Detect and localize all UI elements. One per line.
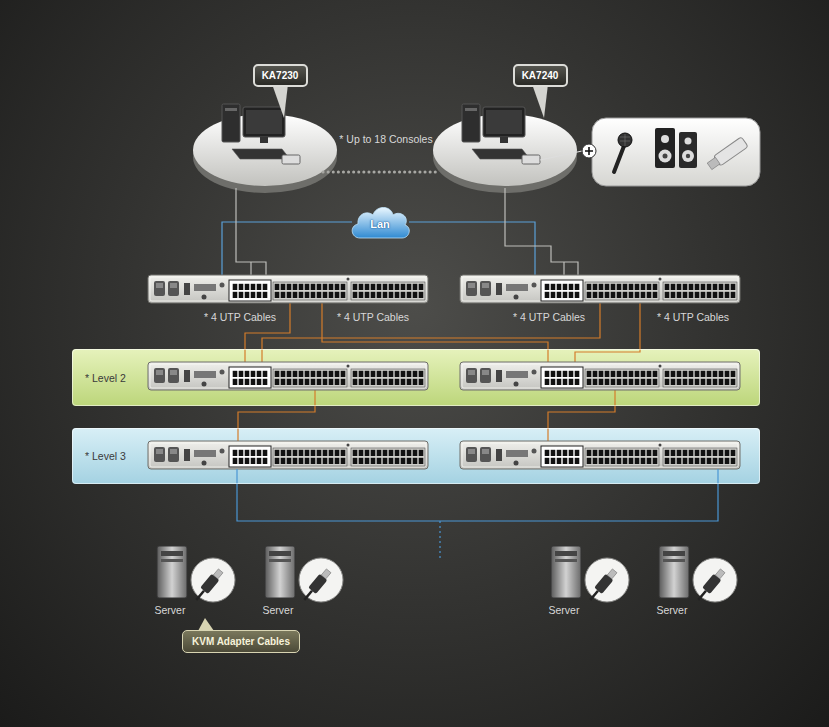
level-band: * Level 2: [72, 349, 760, 406]
lan-cloud: Lan: [348, 203, 412, 241]
server-label: Server: [549, 604, 580, 616]
adapter-callout: KVM Adapter Cables: [182, 630, 300, 653]
model-callout: KA7240: [513, 64, 568, 87]
model-name: KA7240: [522, 70, 559, 81]
server-node: Server: [259, 601, 298, 619]
level-label: * Level 3: [85, 450, 126, 462]
console-note: * Up to 18 Consoles: [339, 133, 432, 145]
server-node: Server: [151, 601, 190, 619]
adapter-label: KVM Adapter Cables: [192, 636, 290, 647]
model-name: KA7230: [262, 70, 299, 81]
model-callout: KA7230: [253, 64, 308, 87]
cable-note: * 4 UTP Cables: [204, 311, 276, 323]
server-label: Server: [155, 604, 186, 616]
network-label: Lan: [370, 218, 390, 230]
server-label: Server: [657, 604, 688, 616]
server-node: Server: [653, 601, 692, 619]
cable-note: * 4 UTP Cables: [513, 311, 585, 323]
cable-note: * 4 UTP Cables: [657, 311, 729, 323]
server-label: Server: [263, 604, 294, 616]
level-band: * Level 3: [72, 428, 760, 484]
level-label: * Level 2: [85, 372, 126, 384]
cable-note: * 4 UTP Cables: [337, 311, 409, 323]
server-node: Server: [545, 601, 584, 619]
